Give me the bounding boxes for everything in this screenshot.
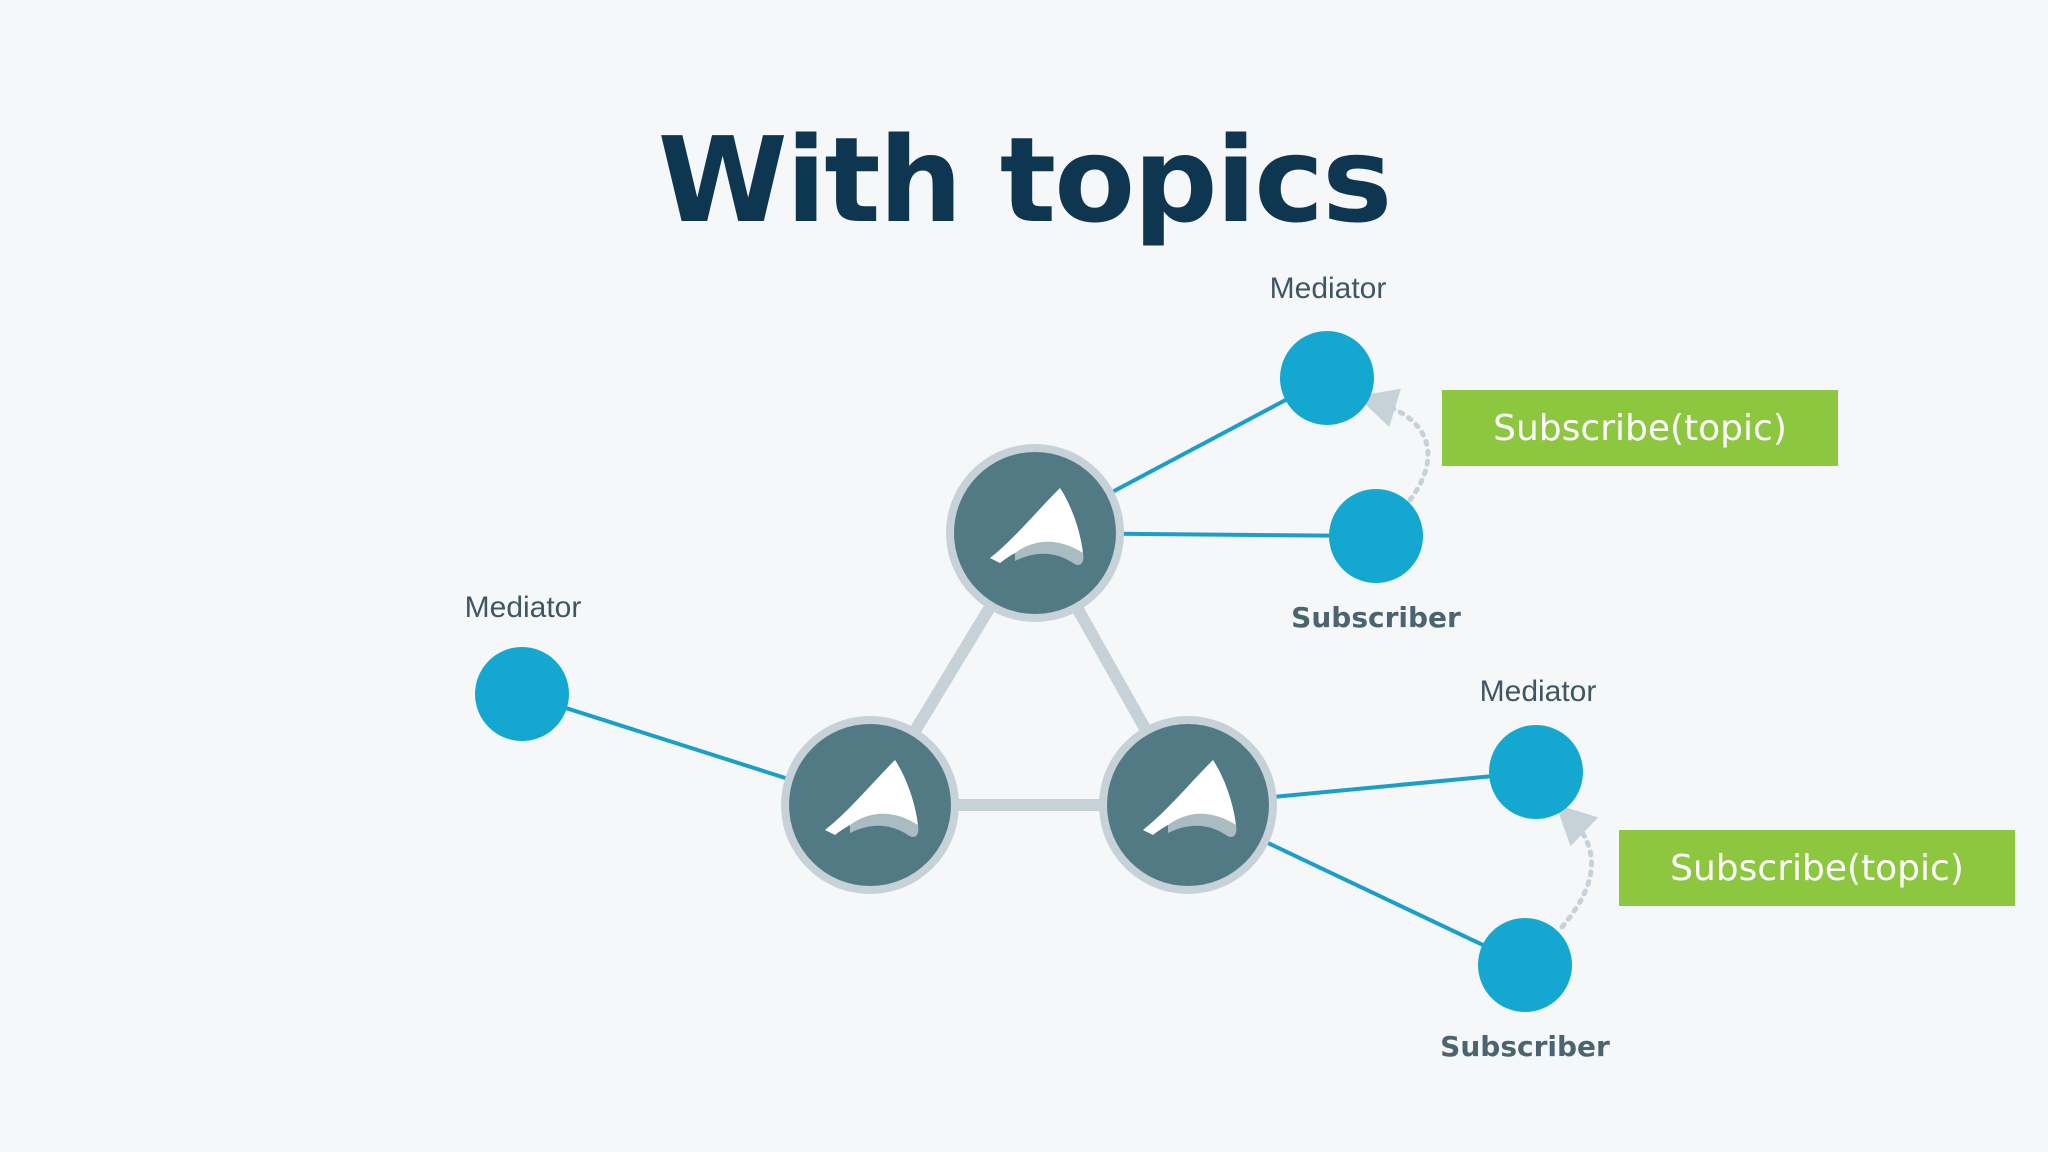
- peer-node-right[interactable]: [1099, 716, 1277, 894]
- subscriber-node-top[interactable]: [1329, 489, 1423, 583]
- subscriber-node-bottom[interactable]: [1478, 918, 1572, 1012]
- subscriber-label-bottom: Subscriber: [1440, 1030, 1610, 1063]
- mediator-node-left[interactable]: [475, 647, 569, 741]
- subscriber-label-top: Subscriber: [1291, 601, 1461, 634]
- mediator-node-top[interactable]: [1280, 331, 1374, 425]
- subscribe-arrow-top-icon: [1356, 388, 1431, 503]
- page-title: With topics: [657, 111, 1393, 249]
- subscribe-arrow-bottom-icon: [1555, 804, 1599, 930]
- mediator-label-left: Mediator: [464, 591, 582, 624]
- peer-node-top[interactable]: [946, 444, 1124, 622]
- mediator-node-right[interactable]: [1489, 725, 1583, 819]
- peer-node-left[interactable]: [781, 716, 959, 894]
- sail-logo-icon: [990, 488, 1084, 565]
- subscribe-topic-badge-bottom: Subscribe(topic): [1619, 830, 2015, 906]
- sail-logo-icon: [825, 760, 919, 837]
- mediator-label-top: Mediator: [1269, 272, 1387, 305]
- subscribe-topic-badge-top: Subscribe(topic): [1442, 390, 1838, 466]
- sail-logo-icon: [1143, 760, 1237, 837]
- mediator-label-right: Mediator: [1479, 675, 1597, 708]
